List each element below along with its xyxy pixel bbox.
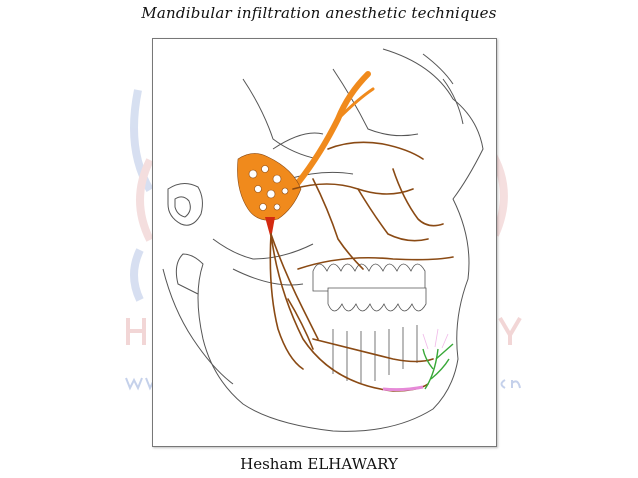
watermark-arc-left bbox=[130, 89, 154, 193]
watermark-letter-h bbox=[126, 318, 146, 345]
nerve-to-mylohyoid bbox=[287, 298, 314, 350]
author-name: Hesham ELHAWARY bbox=[240, 455, 398, 473]
middle-alveolar-nerve bbox=[357, 188, 429, 242]
lower-dental-plexus bbox=[312, 338, 434, 363]
mandible-outline bbox=[175, 48, 484, 432]
tooth-roots bbox=[332, 325, 418, 383]
bone-outlines bbox=[162, 48, 484, 432]
ramus-outline bbox=[212, 238, 314, 260]
watermark-letter-y bbox=[498, 316, 522, 345]
ear-canal-outline bbox=[174, 196, 191, 218]
incisive-nerve bbox=[382, 385, 424, 392]
illustration-frame bbox=[152, 38, 497, 447]
infraorbital-nerve bbox=[327, 141, 424, 160]
mental-nerve bbox=[422, 343, 454, 390]
slide-title: Mandibular infiltration anesthetic techn… bbox=[141, 4, 497, 22]
inferior-alveolar-nerve bbox=[270, 233, 429, 392]
mandible-nerve-illustration bbox=[162, 48, 484, 432]
nerve-branches bbox=[269, 141, 454, 392]
watermark-arc-left-3 bbox=[130, 248, 144, 302]
ophthalmic-branch bbox=[290, 71, 371, 192]
anterior-alveolar-nerve bbox=[392, 168, 444, 227]
teeth bbox=[312, 263, 427, 383]
upper-teeth bbox=[312, 263, 426, 292]
orbit-outline bbox=[332, 68, 419, 137]
upper-dental-plexus bbox=[297, 256, 454, 270]
jaw-inner-outline bbox=[232, 268, 304, 286]
watermark-letter-w1 bbox=[125, 377, 143, 391]
trigeminal-ganglion bbox=[237, 153, 302, 221]
watermark-letters-om bbox=[500, 379, 521, 389]
cheekbone-outline bbox=[242, 78, 319, 160]
jaw-lower-outline bbox=[162, 268, 234, 385]
incisive-branches bbox=[422, 328, 449, 350]
ear-outline bbox=[167, 183, 203, 226]
lingual-nerve bbox=[269, 233, 304, 370]
watermark-arc-left-2 bbox=[136, 158, 154, 242]
buccal-nerve bbox=[270, 233, 319, 340]
maxillary-nerve bbox=[292, 183, 414, 195]
nasal-outline bbox=[422, 53, 464, 125]
ophthalmic-sub-branch bbox=[336, 87, 375, 121]
mandibular-root-red bbox=[265, 217, 275, 239]
posterior-alveolar-nerve bbox=[312, 178, 364, 270]
lower-teeth bbox=[327, 287, 427, 312]
